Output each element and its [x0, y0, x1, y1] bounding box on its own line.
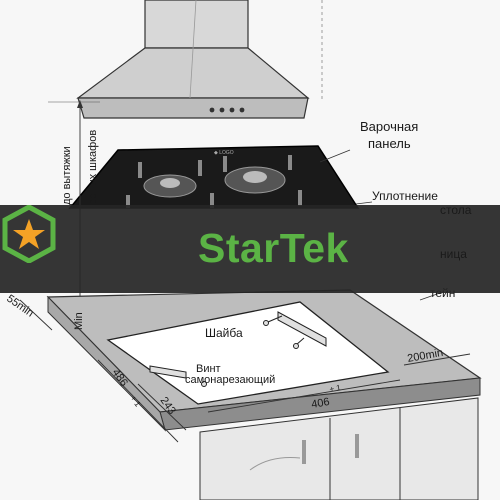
label-cooktop: Варочная [360, 119, 418, 134]
star-hexagon-icon [2, 205, 56, 263]
countertop [46, 289, 482, 432]
label-cabinets: есных шкафов [87, 130, 99, 205]
label-hood-distance: до вытяжки [61, 146, 73, 205]
label-cooktop-2: панель [368, 136, 411, 151]
brand-banner: StarTek [0, 205, 500, 293]
base-cabinet [199, 397, 479, 500]
label-min-vertical: Min [73, 312, 85, 330]
dim-cutout-width-tol: + 1 [329, 383, 342, 394]
dim-cutout-width: 406 [310, 396, 330, 411]
cutout-dimensions [19, 299, 471, 443]
label-seal: Уплотнение [372, 189, 438, 203]
label-screw: Винт [196, 363, 221, 375]
mounting-brackets [149, 311, 327, 387]
svg-text:◆ LOGO: ◆ LOGO [214, 150, 234, 156]
label-screw-2: самонарезающий [185, 374, 275, 386]
range-hood [76, 0, 323, 119]
label-washer: Шайба [205, 326, 243, 340]
brand-name: StarTek [198, 225, 349, 271]
gas-cooktop: ◆ LOGO [68, 145, 360, 209]
